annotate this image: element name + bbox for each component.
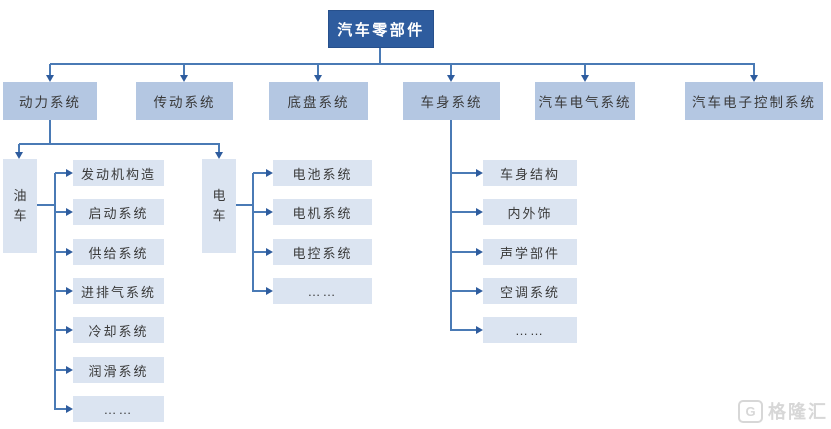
- node-chassis-system: 底盘系统: [269, 82, 368, 120]
- arrowhead-icon: [476, 325, 483, 334]
- node-fuel-ellipsis: ……: [73, 396, 164, 422]
- node-interior-exterior-trim: 内外饰: [483, 199, 577, 225]
- connector-line: [37, 204, 55, 206]
- connector-line: [252, 173, 254, 292]
- connector-line: [55, 251, 67, 253]
- connector-line: [253, 251, 267, 253]
- node-cooling-system: 冷却系统: [73, 317, 164, 343]
- connector-line: [317, 64, 319, 76]
- connector-line: [451, 211, 477, 213]
- node-starting-system: 启动系统: [73, 199, 164, 225]
- connector-line: [753, 64, 755, 76]
- connector-line: [55, 172, 67, 174]
- watermark: G 格隆汇: [738, 398, 828, 424]
- arrowhead-icon: [749, 75, 758, 82]
- connector-line: [50, 63, 755, 65]
- connector-line: [49, 64, 51, 76]
- node-battery-system: 电池系统: [273, 160, 372, 186]
- node-supply-system: 供给系统: [73, 239, 164, 265]
- node-intake-exhaust-system: 进排气系统: [73, 278, 164, 304]
- connector-line: [451, 172, 477, 174]
- connector-line: [236, 204, 254, 206]
- connector-line: [379, 48, 381, 65]
- arrowhead-icon: [266, 207, 273, 216]
- arrowhead-icon: [476, 207, 483, 216]
- arrowhead-icon: [66, 207, 73, 216]
- connector-line: [451, 251, 477, 253]
- node-electric-vehicle: 电车: [202, 159, 236, 253]
- arrowhead-icon: [14, 152, 23, 159]
- arrowhead-icon: [580, 75, 589, 82]
- fuel-vehicle-label: 油车: [13, 187, 27, 223]
- node-engine-structure: 发动机构造: [73, 160, 164, 186]
- arrowhead-icon: [266, 286, 273, 295]
- arrowhead-icon: [446, 75, 455, 82]
- arrowhead-icon: [66, 247, 73, 256]
- node-electronic-control-system: 汽车电子控制系统: [685, 82, 823, 120]
- node-control-system: 电控系统: [273, 239, 372, 265]
- node-ev-ellipsis: ……: [273, 278, 372, 304]
- node-fuel-vehicle: 油车: [3, 159, 37, 253]
- arrowhead-icon: [66, 404, 73, 413]
- node-acoustic-parts: 声学部件: [483, 239, 577, 265]
- arrowhead-icon: [66, 325, 73, 334]
- connector-line: [451, 329, 477, 331]
- arrowhead-icon: [266, 168, 273, 177]
- node-lubrication-system: 润滑系统: [73, 357, 164, 383]
- arrowhead-icon: [45, 75, 54, 82]
- watermark-text: 格隆汇: [768, 402, 828, 422]
- arrowhead-icon: [476, 168, 483, 177]
- connector-line: [253, 211, 267, 213]
- node-air-conditioning-system: 空调系统: [483, 278, 577, 304]
- arrowhead-icon: [66, 286, 73, 295]
- node-motor-system: 电机系统: [273, 199, 372, 225]
- node-electrical-system: 汽车电气系统: [535, 82, 635, 120]
- electric-vehicle-label: 电车: [212, 187, 226, 223]
- arrowhead-icon: [313, 75, 322, 82]
- connector-line: [18, 144, 20, 153]
- connector-line: [451, 290, 477, 292]
- node-power-system: 动力系统: [3, 82, 97, 120]
- node-body-structure: 车身结构: [483, 160, 577, 186]
- node-root: 汽车零部件: [328, 10, 434, 48]
- arrowhead-icon: [266, 247, 273, 256]
- arrowhead-icon: [214, 152, 223, 159]
- connector-line: [450, 120, 452, 331]
- connector-line: [253, 290, 267, 292]
- connector-line: [49, 120, 51, 145]
- connector-line: [55, 408, 67, 410]
- connector-line: [55, 369, 67, 371]
- node-body-ellipsis: ……: [483, 317, 577, 343]
- arrowhead-icon: [66, 365, 73, 374]
- arrowhead-icon: [179, 75, 188, 82]
- gelonghui-logo-icon: G: [738, 399, 763, 423]
- connector-line: [55, 329, 67, 331]
- arrowhead-icon: [476, 247, 483, 256]
- connector-line: [218, 144, 220, 153]
- connector-line: [584, 64, 586, 76]
- node-body-system: 车身系统: [403, 82, 500, 120]
- connector-line: [253, 172, 267, 174]
- connector-line: [55, 211, 67, 213]
- connector-line: [19, 143, 220, 145]
- node-transmission-system: 传动系统: [136, 82, 233, 120]
- connector-line: [183, 64, 185, 76]
- connector-line: [54, 173, 56, 410]
- connector-line: [55, 290, 67, 292]
- arrowhead-icon: [66, 168, 73, 177]
- connector-line: [450, 64, 452, 76]
- arrowhead-icon: [476, 286, 483, 295]
